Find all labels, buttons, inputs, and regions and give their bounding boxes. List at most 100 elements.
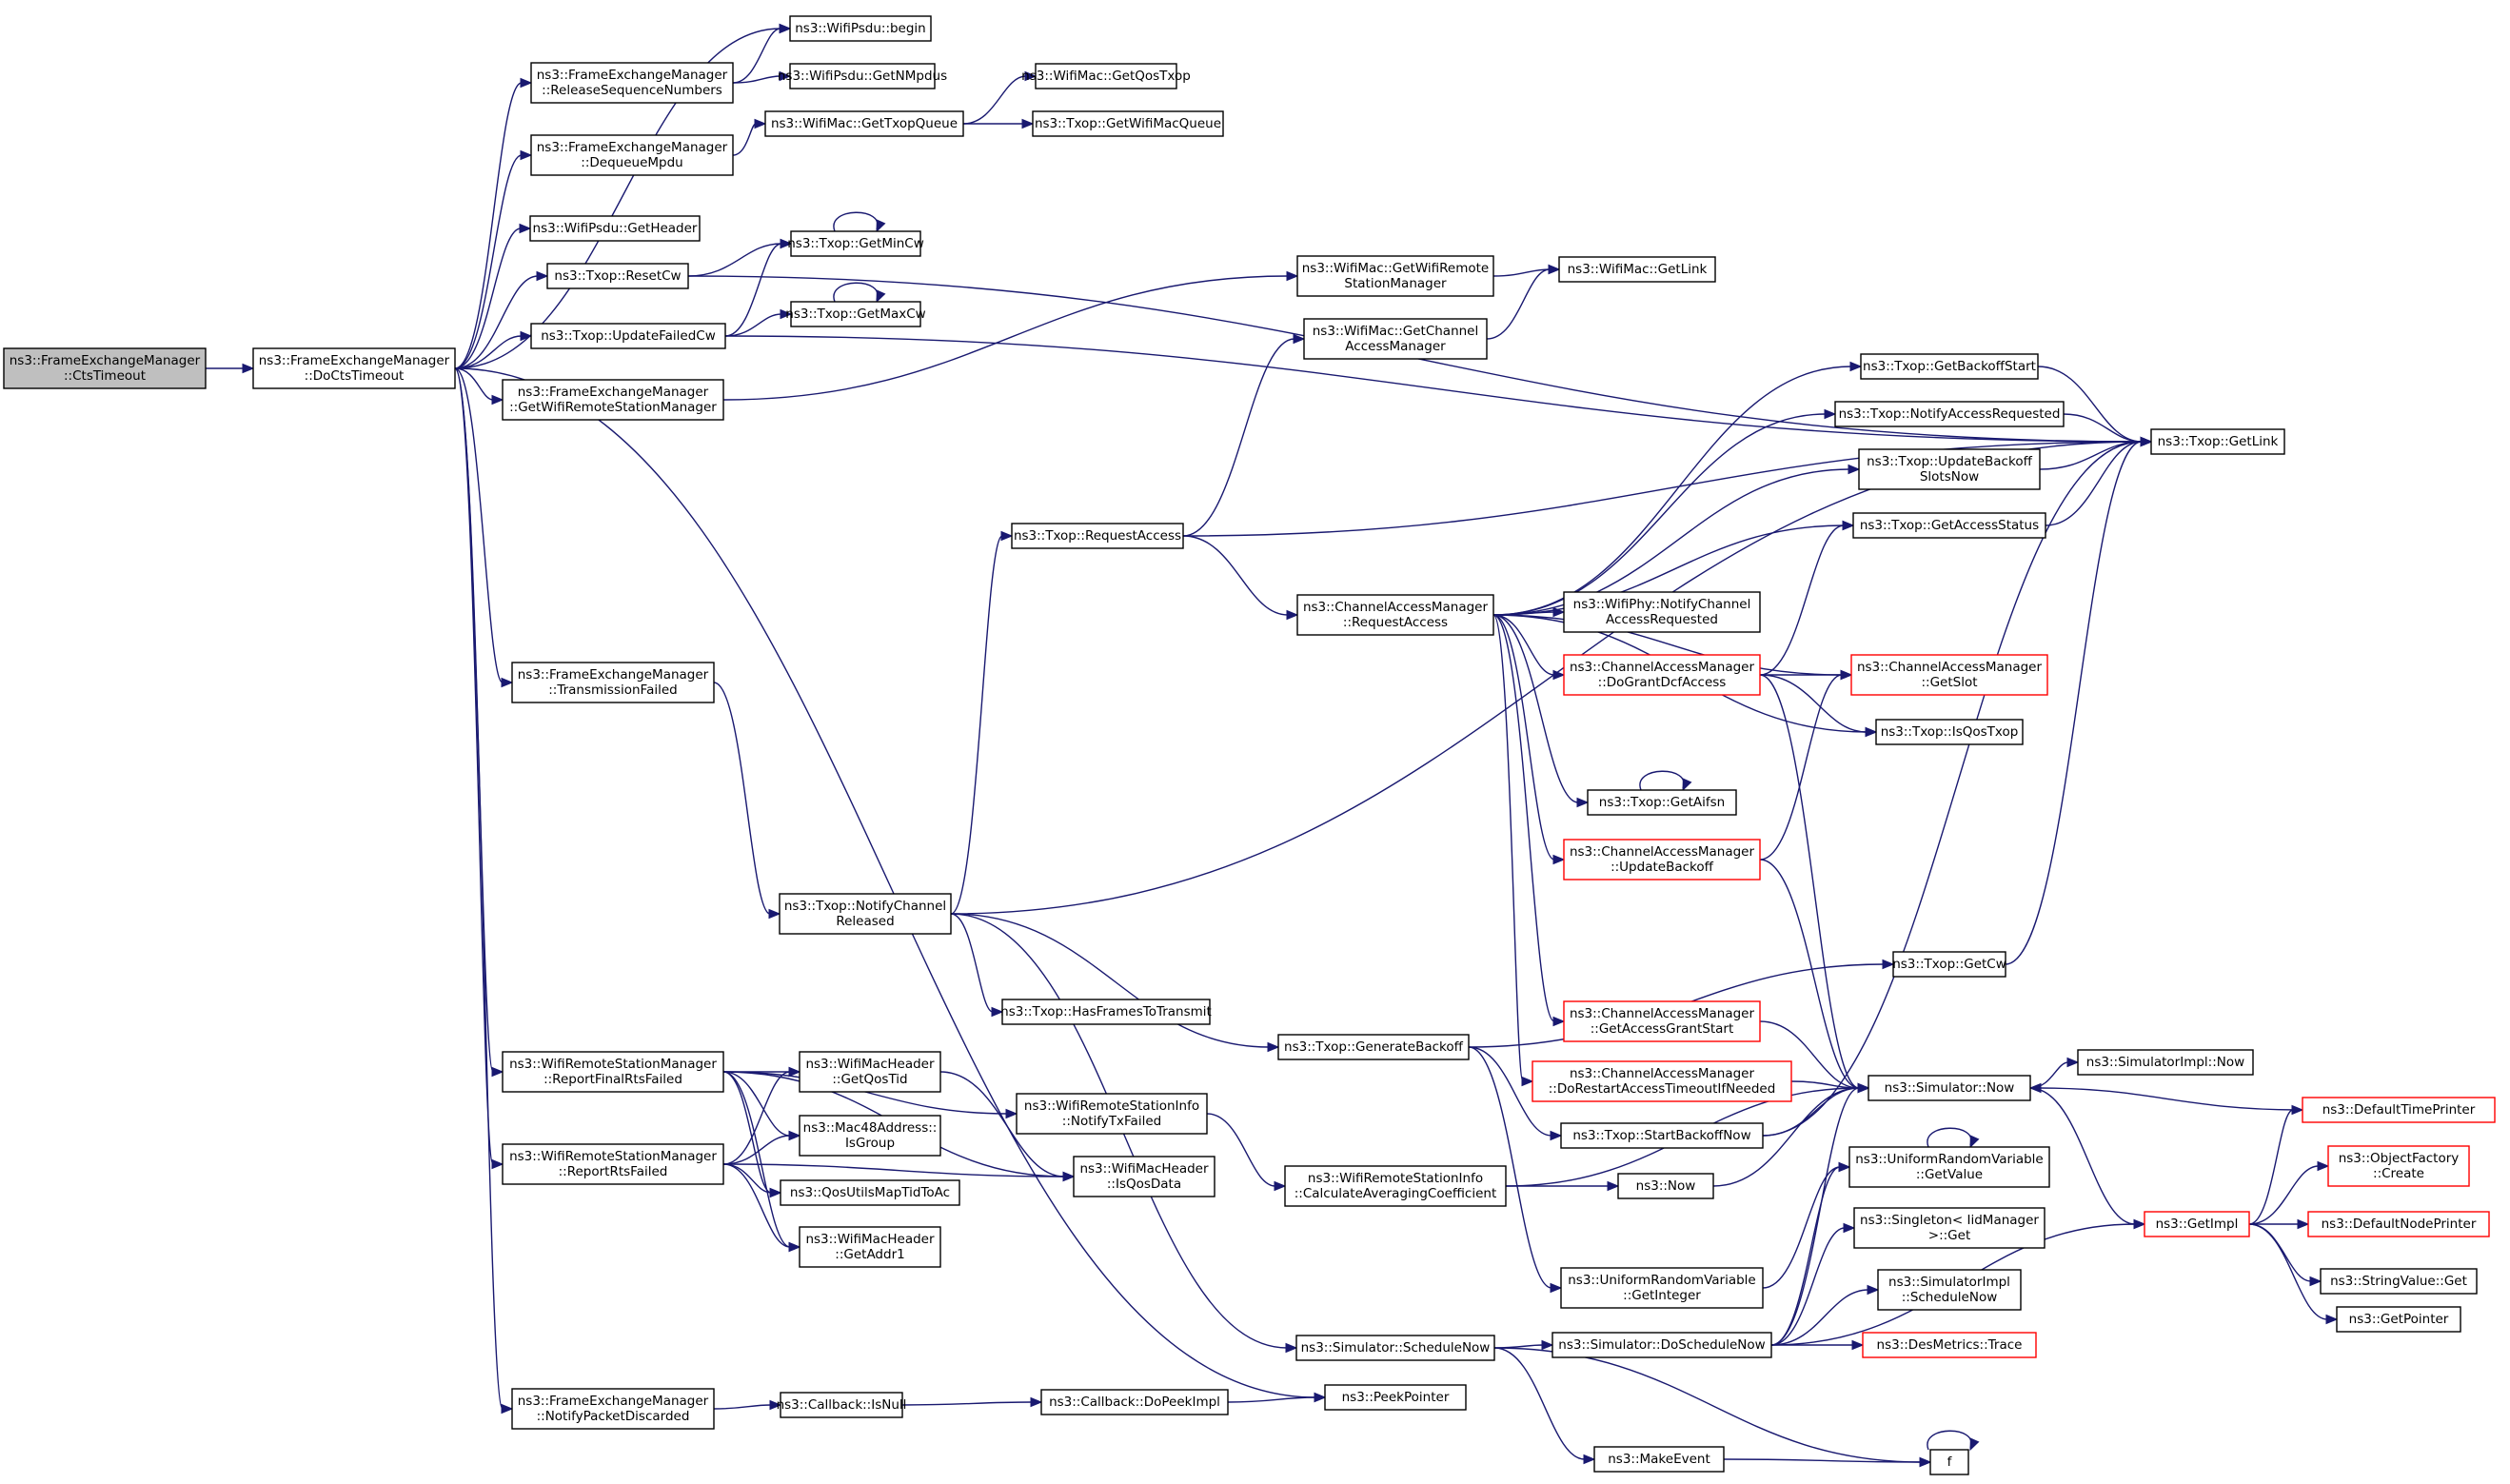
node-has-frames[interactable]: ns3::Txop::HasFramesToTransmit	[1000, 999, 1212, 1025]
node-sim-impl-sched-now[interactable]: ns3::SimulatorImpl::ScheduleNow	[1877, 1269, 2022, 1311]
node-box	[1858, 448, 2041, 490]
node-box	[2150, 428, 2285, 455]
node-sim-do-sched-now[interactable]: ns3::Simulator::DoScheduleNow	[1551, 1332, 1772, 1358]
node-ns3-now[interactable]: ns3::Now	[1617, 1173, 1714, 1199]
node-label-line: ns3::Callback::DoPeekImpl	[1049, 1395, 1220, 1410]
node-peek-pointer[interactable]: ns3::PeekPointer	[1324, 1384, 1467, 1411]
node-get-nmpdus[interactable]: ns3::WifiPsdu::GetNMpdus	[778, 63, 947, 89]
node-sim-now[interactable]: ns3::Simulator::Now	[1868, 1075, 2031, 1101]
node-box	[1929, 1449, 1969, 1475]
node-des-metrics[interactable]: ns3::DesMetrics::Trace	[1862, 1332, 2037, 1358]
node-label-line: ns3::FrameExchangeManager	[537, 140, 728, 155]
node-is-group[interactable]: ns3::Mac48Address::IsGroup	[799, 1115, 941, 1157]
node-label-line: ::GetValue	[1916, 1167, 1983, 1182]
node-start-backoff-now[interactable]: ns3::Txop::StartBackoffNow	[1560, 1122, 1764, 1149]
node-is-qos-txop[interactable]: ns3::Txop::IsQosTxop	[1875, 719, 2024, 745]
node-label-line: ns3::WifiRemoteStationManager	[509, 1149, 717, 1164]
node-f[interactable]: f	[1929, 1449, 1969, 1475]
node-psdu-begin[interactable]: ns3::WifiPsdu::begin	[789, 15, 932, 42]
node-box	[530, 134, 734, 176]
edge-do-restart-to-sim-now	[1790, 1080, 1870, 1094]
node-do-restart[interactable]: ns3::ChannelAccessManager::DoRestartAcce…	[1532, 1060, 1792, 1102]
node-gen-backoff[interactable]: ns3::Txop::GenerateBackoff	[1277, 1034, 1470, 1060]
edge-notify-chan-rel-to-gen-backoff	[950, 913, 1280, 1053]
node-update-failed-cw[interactable]: ns3::Txop::UpdateFailedCw	[530, 323, 726, 349]
node-label-line: ::ScheduleNow	[1902, 1290, 1998, 1305]
node-singleton-get[interactable]: ns3::Singleton< IidManager>::Get	[1853, 1207, 2046, 1249]
node-get-access-status[interactable]: ns3::Txop::GetAccessStatus	[1852, 512, 2046, 539]
node-get-backoff-start[interactable]: ns3::Txop::GetBackoffStart	[1860, 353, 2039, 380]
node-calc-avg[interactable]: ns3::WifiRemoteStationInfo::CalculateAve…	[1284, 1165, 1507, 1207]
node-get-cw[interactable]: ns3::Txop::GetCw	[1892, 951, 2006, 978]
node-def-node-printer[interactable]: ns3::DefaultNodePrinter	[2307, 1211, 2490, 1237]
node-label-line: ::GetInteger	[1623, 1288, 1701, 1303]
edge-notify-chan-rel-to-has-frames	[950, 913, 1004, 1018]
node-notify-pkt-disc[interactable]: ns3::FrameExchangeManager::NotifyPacketD…	[511, 1388, 715, 1430]
node-get-wifi-rsm[interactable]: ns3::FrameExchangeManager::GetWifiRemote…	[502, 379, 724, 421]
node-update-backoff[interactable]: ns3::ChannelAccessManager::UpdateBackoff	[1563, 839, 1761, 881]
node-notify-tx-failed[interactable]: ns3::WifiRemoteStationInfo::NotifyTxFail…	[1016, 1093, 1208, 1135]
node-sim-sched-now[interactable]: ns3::Simulator::ScheduleNow	[1295, 1335, 1495, 1361]
node-label-line: ::DoRestartAccessTimeoutIfNeeded	[1549, 1081, 1776, 1097]
node-do-grant[interactable]: ns3::ChannelAccessManager::DoGrantDcfAcc…	[1563, 654, 1761, 696]
node-box	[1324, 1384, 1467, 1411]
node-get-pointer[interactable]: ns3::GetPointer	[2336, 1306, 2461, 1333]
node-obj-factory[interactable]: ns3::ObjectFactory::Create	[2327, 1145, 2470, 1187]
node-sim-impl-now[interactable]: ns3::SimulatorImpl::Now	[2077, 1049, 2254, 1076]
node-def-time-printer[interactable]: ns3::DefaultTimePrinter	[2302, 1097, 2496, 1123]
node-label-line: ::DoCtsTimeout	[305, 368, 405, 384]
node-cb-do-peek[interactable]: ns3::Callback::DoPeekImpl	[1040, 1389, 1229, 1415]
node-cam-get-slot[interactable]: ns3::ChannelAccessManager::GetSlot	[1850, 654, 2048, 696]
node-get-access-grant-start[interactable]: ns3::ChannelAccessManager::GetAccessGran…	[1563, 1000, 1761, 1042]
edge-dequeue-mpdu-to-get-txop-queue	[732, 118, 767, 156]
node-report-rts[interactable]: ns3::WifiRemoteStationManager::ReportRts…	[502, 1143, 724, 1185]
node-rel-seq[interactable]: ns3::FrameExchangeManager::ReleaseSequen…	[530, 62, 734, 104]
node-trans-failed[interactable]: ns3::FrameExchangeManager::TransmissionF…	[511, 662, 715, 703]
node-cb-is-null[interactable]: ns3::Callback::IsNull	[777, 1392, 907, 1418]
node-label-line: ns3::Txop::IsQosTxop	[1881, 724, 2019, 740]
node-notify-access-req[interactable]: ns3::Txop::NotifyAccessRequested	[1834, 401, 2065, 427]
node-qos-utils[interactable]: ns3::QosUtilsMapTidToAc	[780, 1179, 960, 1206]
node-request-access[interactable]: ns3::Txop::RequestAccess	[1011, 523, 1184, 549]
node-get-min-cw[interactable]: ns3::Txop::GetMinCw	[787, 230, 924, 257]
node-label-line: AccessRequested	[1606, 612, 1718, 627]
node-reset-cw[interactable]: ns3::Txop::ResetCw	[546, 263, 689, 289]
edge-cam-request-access-to-get-aifsn	[1492, 614, 1590, 808]
node-get-qos-tid[interactable]: ns3::WifiMacHeader::GetQosTid	[799, 1051, 941, 1093]
node-urv-get-integer[interactable]: ns3::UniformRandomVariable::GetInteger	[1560, 1267, 1764, 1309]
node-mac-get-link[interactable]: ns3::WifiMac::GetLink	[1558, 256, 1716, 283]
node-cam-request-access[interactable]: ns3::ChannelAccessManager::RequestAccess	[1296, 594, 1494, 636]
node-get-qos-txop[interactable]: ns3::WifiMac::GetQosTxop	[1021, 63, 1191, 89]
node-dequeue-mpdu[interactable]: ns3::FrameExchangeManager::DequeueMpdu	[530, 134, 734, 176]
edge-do-grant-to-cam-get-slot	[1760, 669, 1853, 681]
node-str-value-get[interactable]: ns3::StringValue::Get	[2320, 1268, 2478, 1295]
node-psdu-get-header[interactable]: ns3::WifiPsdu::GetHeader	[529, 215, 701, 242]
node-box	[1563, 654, 1761, 696]
node-report-final-rts[interactable]: ns3::WifiRemoteStationManager::ReportFin…	[502, 1051, 724, 1093]
node-urv-get-value[interactable]: ns3::UniformRandomVariable::GetValue	[1848, 1146, 2050, 1188]
node-label-line: ns3::WifiMacHeader	[1079, 1161, 1209, 1177]
node-is-qos-data[interactable]: ns3::WifiMacHeader::IsQosData	[1073, 1156, 1215, 1197]
node-do-cts[interactable]: ns3::FrameExchangeManager::DoCtsTimeout	[252, 347, 456, 389]
node-box	[546, 263, 689, 289]
node-mac-get-wifi-rsm[interactable]: ns3::WifiMac::GetWifiRemoteStationManage…	[1296, 255, 1494, 297]
node-get-impl[interactable]: ns3::GetImpl	[2144, 1211, 2250, 1237]
node-get-addr1[interactable]: ns3::WifiMacHeader::GetAddr1	[799, 1226, 941, 1268]
node-phy-notify[interactable]: ns3::WifiPhy::NotifyChannelAccessRequest…	[1563, 591, 1761, 633]
node-get-wifi-mac-queue[interactable]: ns3::Txop::GetWifiMacQueue	[1032, 110, 1224, 137]
node-label-line: ns3::Txop::HasFramesToTransmit	[1000, 1004, 1212, 1019]
node-label-line: ::Create	[2373, 1166, 2424, 1181]
edge-cam-request-access-to-update-backoff	[1492, 614, 1566, 865]
node-txop-get-link[interactable]: ns3::Txop::GetLink	[2150, 428, 2285, 455]
node-root[interactable]: ns3::FrameExchangeManager::CtsTimeout	[3, 347, 207, 389]
node-get-max-cw[interactable]: ns3::Txop::GetMaxCw	[785, 301, 926, 327]
node-get-aifsn[interactable]: ns3::Txop::GetAifsn	[1587, 789, 1737, 816]
node-label-line: ns3::ChannelAccessManager	[1303, 600, 1489, 615]
node-get-txop-queue[interactable]: ns3::WifiMac::GetTxopQueue	[764, 110, 964, 137]
edge-gen-backoff-to-urv-get-integer	[1468, 1046, 1563, 1294]
node-make-event[interactable]: ns3::MakeEvent	[1593, 1446, 1725, 1473]
node-label-line: ns3::WifiPsdu::GetHeader	[533, 221, 698, 236]
